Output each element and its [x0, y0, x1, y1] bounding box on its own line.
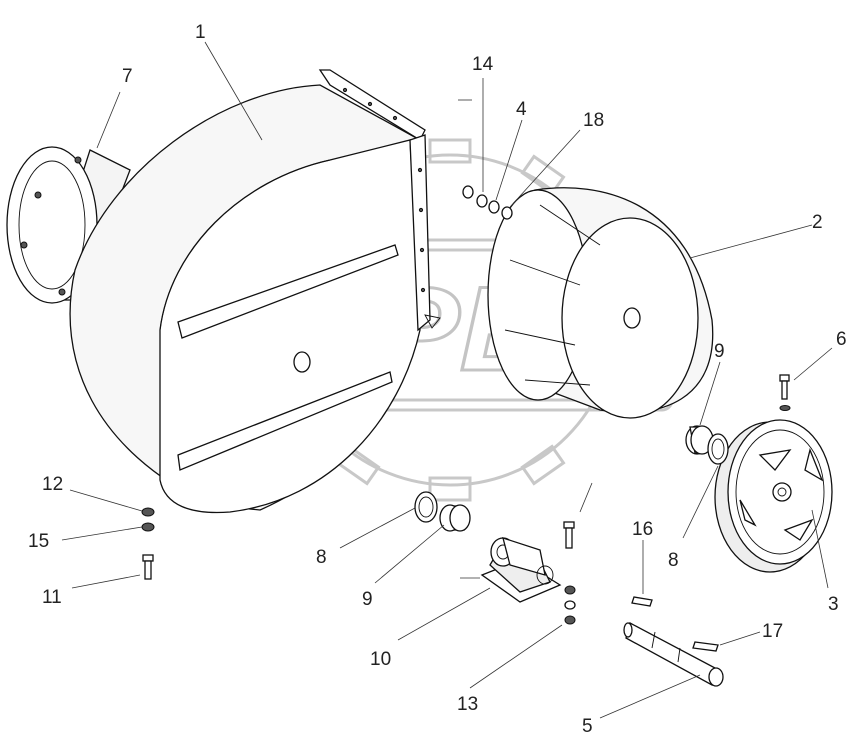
- part-8-ring-right: [707, 433, 729, 465]
- leader-6: [793, 347, 833, 381]
- part-8-ring-left: [414, 491, 438, 523]
- leader-17: [719, 631, 761, 646]
- leader-12: [69, 489, 143, 512]
- callout-1: 1: [195, 22, 206, 43]
- leader-8-left: [339, 507, 416, 549]
- callout-8-left: 8: [316, 547, 327, 568]
- part-5-shaft: [623, 622, 724, 687]
- callout-6: 6: [836, 329, 847, 350]
- leader-4: [495, 119, 523, 201]
- part-17-key: [692, 641, 719, 652]
- leader-3: [811, 509, 829, 589]
- callout-8-right: 8: [668, 550, 679, 571]
- leader-2: [689, 224, 813, 259]
- callout-10: 10: [370, 649, 391, 670]
- parts-12-15-nuts: [141, 507, 155, 532]
- callout-18: 18: [583, 110, 604, 131]
- leader-13: [469, 624, 563, 689]
- part-1-volute-housing: [69, 69, 441, 514]
- leader-11: [71, 574, 141, 589]
- part-6-bolt: [779, 374, 791, 411]
- parts-14-4-18-nuts-washers: [462, 185, 513, 220]
- callout-11: 11: [42, 587, 62, 608]
- part-9-bearing-right: [685, 425, 714, 455]
- leader-9-right: [699, 361, 721, 426]
- leader-bolt: [579, 482, 593, 513]
- callout-16: 16: [632, 519, 653, 540]
- callout-12: 12: [42, 474, 63, 495]
- leader-9-left: [374, 524, 445, 584]
- callout-15: 15: [28, 531, 49, 552]
- leader-8-right: [682, 465, 719, 539]
- callout-17: 17: [762, 621, 783, 642]
- part-11-bolt: [142, 554, 154, 580]
- leader-10: [397, 587, 491, 641]
- part-10-bearing-housing: [480, 537, 562, 603]
- callout-4: 4: [516, 99, 527, 120]
- callout-labels: 1 2 3 4 5 6 7 8 8 9 9 10 11 12 13 14 15 …: [28, 22, 847, 737]
- callout-9-right: 9: [714, 341, 725, 362]
- part-2-impeller: [487, 187, 714, 419]
- part-13-washers: [564, 585, 576, 625]
- callout-13: 13: [457, 694, 478, 715]
- leader-lines: [61, 41, 833, 719]
- callout-5: 5: [582, 716, 593, 737]
- leader-15: [61, 526, 143, 541]
- callout-2: 2: [812, 212, 823, 233]
- part-16-key: [631, 596, 653, 607]
- callout-7: 7: [122, 66, 133, 87]
- bolt-center: [563, 521, 575, 549]
- callout-3: 3: [828, 594, 839, 615]
- leader-7: [96, 91, 121, 149]
- leader-1: [204, 41, 263, 141]
- callout-14: 14: [472, 54, 494, 75]
- leader-18: [509, 129, 581, 208]
- leader-5: [599, 674, 701, 719]
- part-9-bearing-left: [439, 504, 471, 532]
- part-3-pulley: [714, 419, 833, 573]
- callout-9-left: 9: [362, 589, 373, 610]
